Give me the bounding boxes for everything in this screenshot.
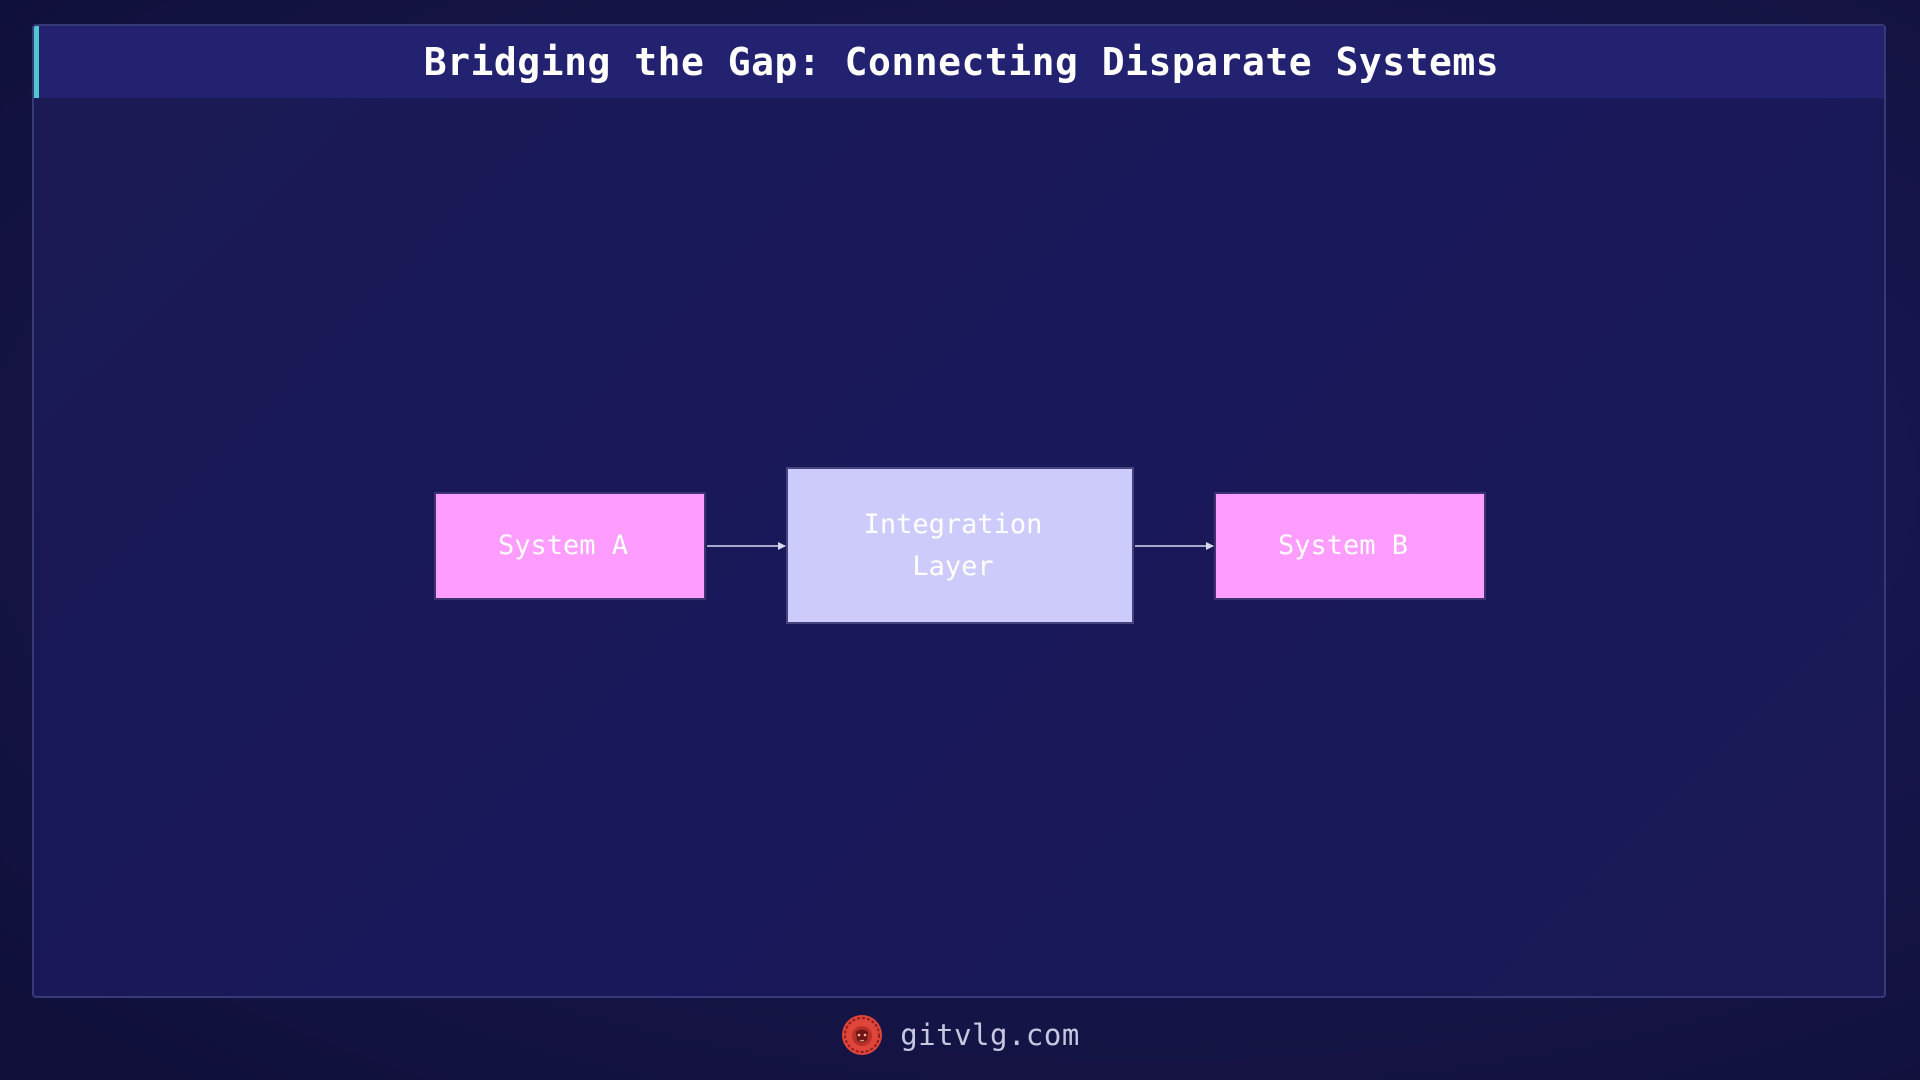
footer: gitvlg.com [0,1010,1920,1060]
slide-panel: Bridging the Gap: Connecting Disparate S… [32,24,1886,998]
node-integration-layer-label: Integration Layer [863,508,1043,582]
footer-site-link[interactable]: gitvlg.com [900,1018,1080,1052]
node-system-b-label: System B [1277,530,1409,561]
node-system-b: System B [1214,492,1486,600]
slide-title: Bridging the Gap: Connecting Disparate S… [423,40,1500,84]
lion-head-icon [842,1015,883,1055]
node-integration-layer: Integration Layer [786,467,1134,624]
node-system-a-label: System A [497,530,629,561]
title-bar: Bridging the Gap: Connecting Disparate S… [34,26,1884,98]
node-system-a: System A [434,492,706,600]
